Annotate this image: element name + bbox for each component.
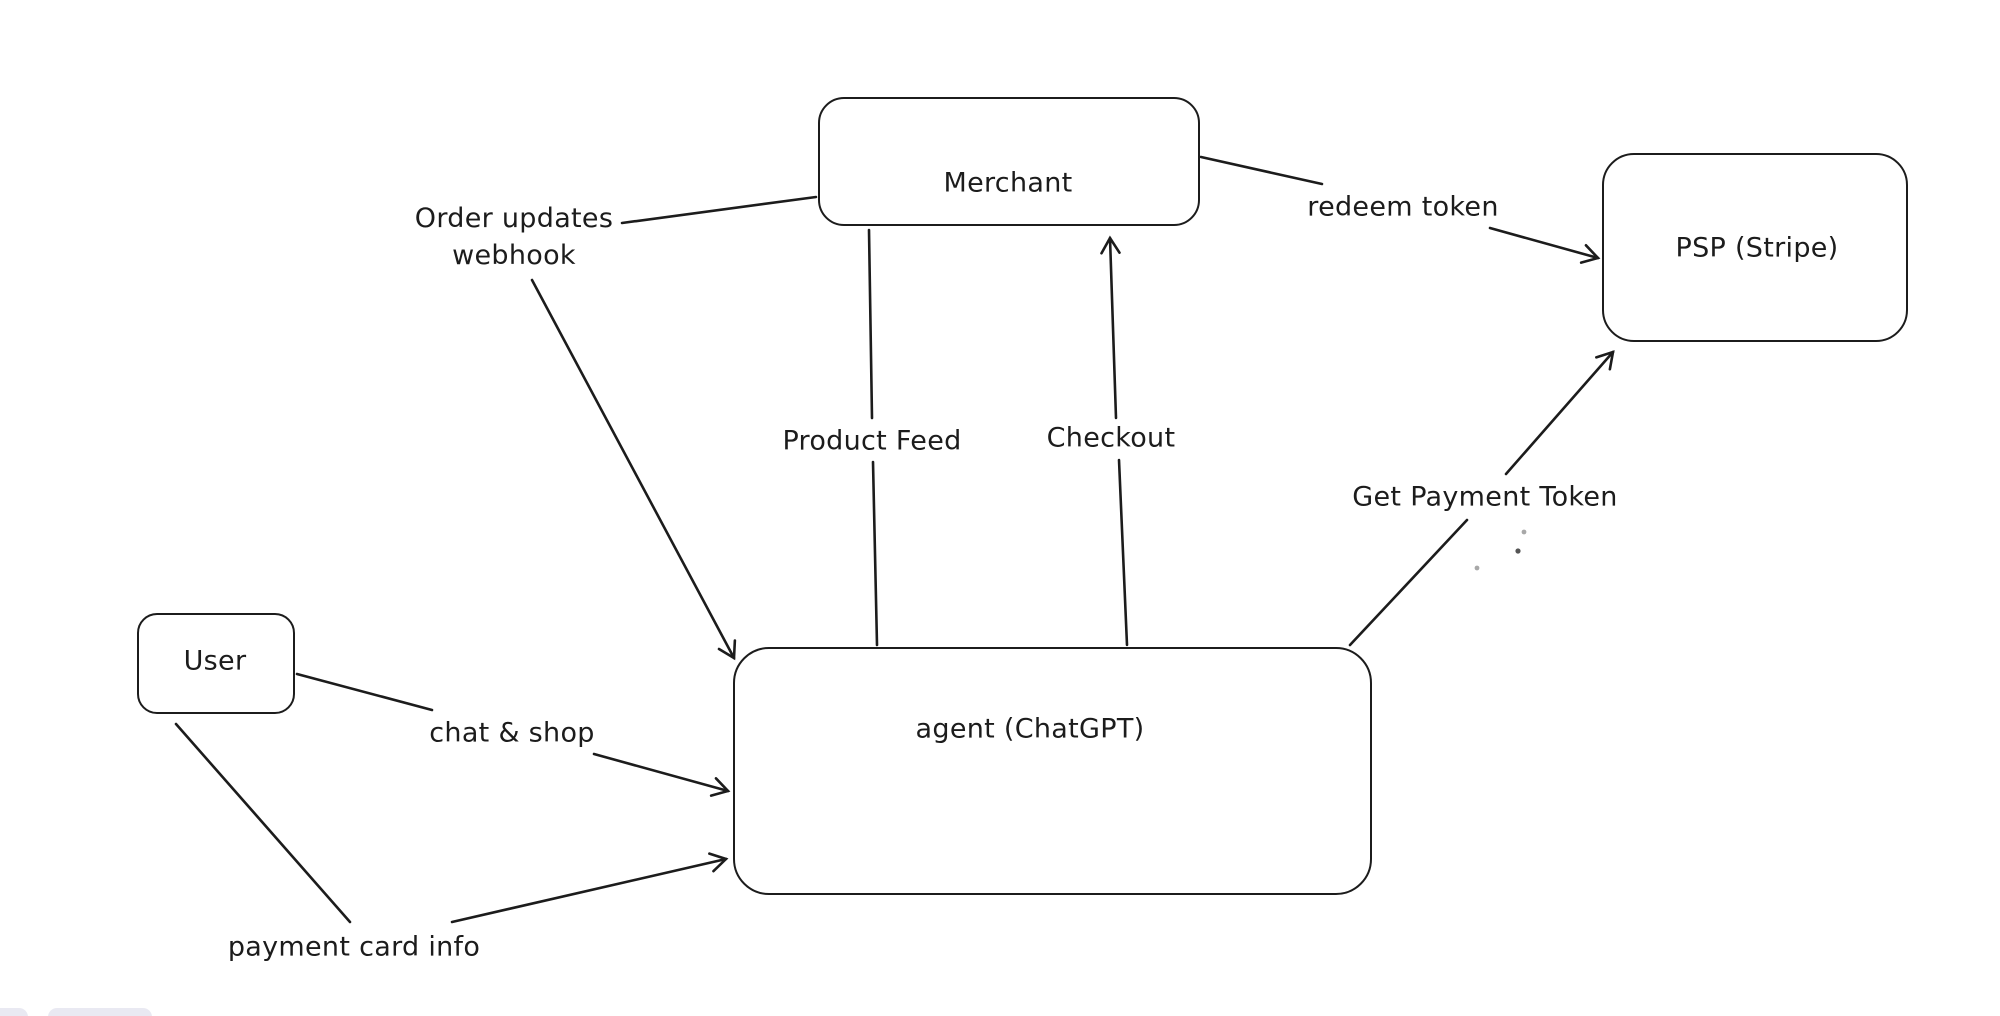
edge-chat-shop-line-right[interactable] bbox=[592, 752, 731, 797]
edge-checkout-line-bottom[interactable] bbox=[1117, 458, 1129, 647]
stray-dot bbox=[1521, 529, 1527, 535]
order-updates-webhook-label[interactable]: Order updates webhook bbox=[415, 200, 613, 274]
product-feed-label[interactable]: Product Feed bbox=[782, 425, 962, 457]
edge-payment-card-line-left[interactable] bbox=[174, 722, 352, 924]
stray-dot bbox=[1515, 548, 1521, 554]
edge-redeem-token-line-right[interactable] bbox=[1488, 226, 1601, 264]
edge-product-feed-line-bottom[interactable] bbox=[871, 460, 879, 647]
user-node-label[interactable]: User bbox=[183, 645, 247, 677]
redeem-token-label[interactable]: redeem token bbox=[1307, 191, 1499, 223]
payment-card-info-label[interactable]: payment card info bbox=[227, 931, 481, 963]
edge-redeem-token-line-left[interactable] bbox=[1199, 155, 1324, 186]
edge-product-feed-line-top[interactable] bbox=[867, 228, 874, 420]
checkout-label[interactable]: Checkout bbox=[1046, 422, 1176, 454]
merchant-node[interactable] bbox=[818, 97, 1200, 226]
merchant-node-label[interactable]: Merchant bbox=[943, 167, 1073, 199]
edge-order-updates-webhook-line[interactable] bbox=[530, 278, 737, 661]
psp-stripe-node[interactable] bbox=[1602, 153, 1908, 342]
edge-get-payment-token-line-top[interactable] bbox=[1504, 350, 1615, 476]
get-payment-token-label[interactable]: Get Payment Token bbox=[1352, 481, 1618, 513]
zoom-controls-button-partial[interactable] bbox=[0, 1008, 28, 1016]
order-updates-webhook-label-line2: webhook bbox=[452, 240, 576, 271]
agent-chatgpt-node-label[interactable]: agent (ChatGPT) bbox=[915, 713, 1145, 745]
agent-chatgpt-node[interactable] bbox=[733, 647, 1372, 895]
psp-stripe-node-label[interactable]: PSP (Stripe) bbox=[1675, 232, 1839, 264]
edge-get-payment-token-line-bottom[interactable] bbox=[1348, 518, 1469, 647]
stray-dot bbox=[1474, 565, 1480, 571]
order-updates-webhook-label-line1: Order updates bbox=[414, 203, 614, 234]
edge-checkout-line-top[interactable] bbox=[1100, 235, 1121, 420]
edge-order-updates-label-link[interactable] bbox=[620, 195, 818, 225]
chat-and-shop-label[interactable]: chat & shop bbox=[429, 717, 595, 749]
undo-redo-controls-partial[interactable] bbox=[48, 1008, 152, 1016]
edge-payment-card-line-right[interactable] bbox=[450, 852, 729, 924]
edge-chat-shop-line-left[interactable] bbox=[295, 672, 434, 712]
user-node[interactable] bbox=[137, 613, 295, 714]
